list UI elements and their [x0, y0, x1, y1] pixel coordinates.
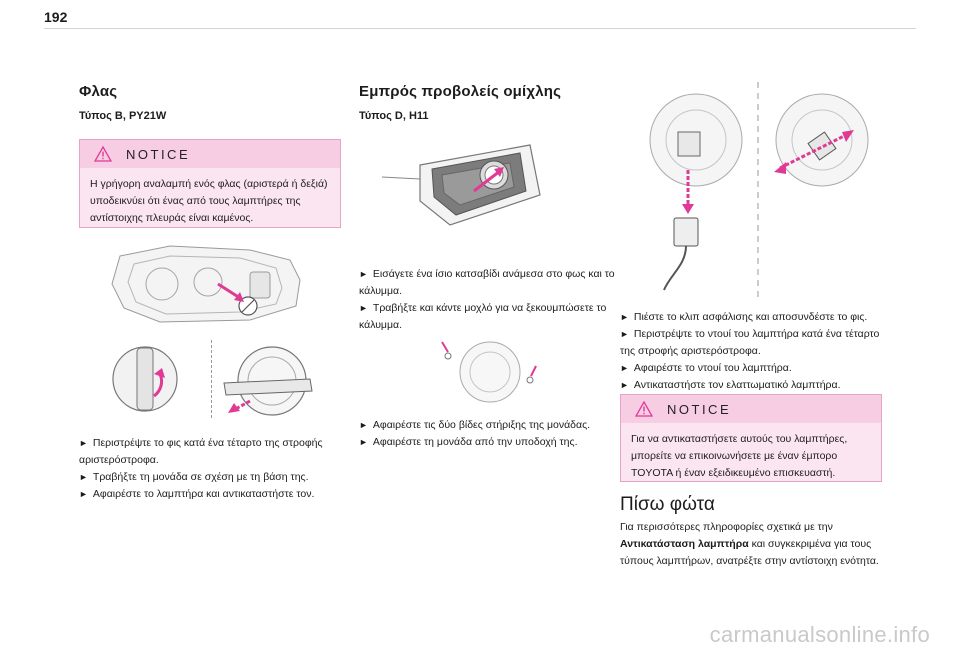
step-item: ►Πιέστε το κλιπ ασφάλισης και αποσυνδέστ… [620, 311, 868, 323]
step-item: ►Τραβήξτε και κάντε μοχλό για να ξεκουμπ… [359, 302, 607, 331]
notice-box-fog-lamps: NOTICE Για να αντικαταστήσετε αυτούς του… [620, 394, 882, 482]
steps-fog-cover: ►Εισάγετε ένα ίσιο κατσαβίδι ανάμεσα στο… [359, 266, 621, 334]
step-item: ►Εισάγετε ένα ίσιο κατσαβίδι ανάμεσα στο… [359, 268, 615, 297]
steps-fog-bulb: ►Πιέστε το κλιπ ασφάλισης και αποσυνδέστ… [620, 309, 890, 394]
step-item: ►Αφαιρέστε τη μονάδα από την υποδοχή της… [359, 436, 578, 448]
section-heading-rear-lamps: Πίσω φώτα [620, 494, 715, 515]
fog-lamp-screws-illustration [436, 336, 544, 406]
page-number: 192 [44, 9, 68, 25]
header-rule [44, 28, 916, 29]
section-heading-fog-lamps: Εμπρός προβολείς ομίχλης [359, 83, 562, 100]
bulb-type-indicators: Τύπος B, PY21W [79, 110, 167, 122]
section-heading-indicators: Φλας [79, 83, 118, 100]
warning-icon [94, 146, 112, 162]
illustration-divider [211, 340, 212, 418]
notice-title: NOTICE [667, 401, 732, 417]
step-item: ►Αφαιρέστε το ντουί του λαμπτήρα. [620, 362, 792, 374]
fog-lamp-connector-illustration [640, 80, 880, 302]
fog-lamp-cover-illustration [380, 135, 545, 230]
step-item: ►Αντικαταστήστε τον ελαττωματικό λαμπτήρ… [620, 379, 841, 391]
notice-header: NOTICE [621, 395, 881, 423]
steps-fog-unit: ►Αφαιρέστε τις δύο βίδες στήριξης της μο… [359, 417, 621, 451]
notice-title: NOTICE [126, 146, 191, 162]
bulb-holder-pull-illustration [220, 343, 342, 417]
headlamp-assembly-illustration [100, 236, 325, 330]
bulb-type-fog-lamps: Τύπος D, H11 [359, 110, 429, 122]
notice-text: Για να αντικαταστήσετε αυτούς του λαμπτή… [621, 423, 881, 481]
notice-header: NOTICE [80, 140, 340, 168]
warning-icon [635, 401, 653, 417]
bulb-holder-rotate-illustration [110, 340, 180, 418]
step-item: ►Τραβήξτε τη μονάδα σε σχέση με τη βάση … [79, 471, 309, 483]
step-item: ►Αφαιρέστε το λαμπτήρα και αντικαταστήστ… [79, 488, 315, 500]
cross-reference-link: Αντικατάσταση λαμπτήρα [620, 538, 749, 550]
watermark: carmanualsonline.info [709, 622, 930, 647]
steps-indicators: ►Περιστρέψτε το φις κατά ένα τέταρτο της… [79, 435, 341, 503]
notice-text: Η γρήγορη αναλαμπή ενός φλας (αριστερά ή… [80, 168, 340, 227]
step-item: ►Περιστρέψτε το ντουί του λαμπτήρα κατά … [620, 328, 880, 357]
rear-lamps-text: Για περισσότερες πληροφορίες σχετικά με … [620, 521, 879, 567]
step-item: ►Περιστρέψτε το φις κατά ένα τέταρτο της… [79, 437, 323, 466]
notice-box-indicators: NOTICE Η γρήγορη αναλαμπή ενός φλας (αρι… [79, 139, 341, 228]
step-item: ►Αφαιρέστε τις δύο βίδες στήριξης της μο… [359, 419, 591, 431]
